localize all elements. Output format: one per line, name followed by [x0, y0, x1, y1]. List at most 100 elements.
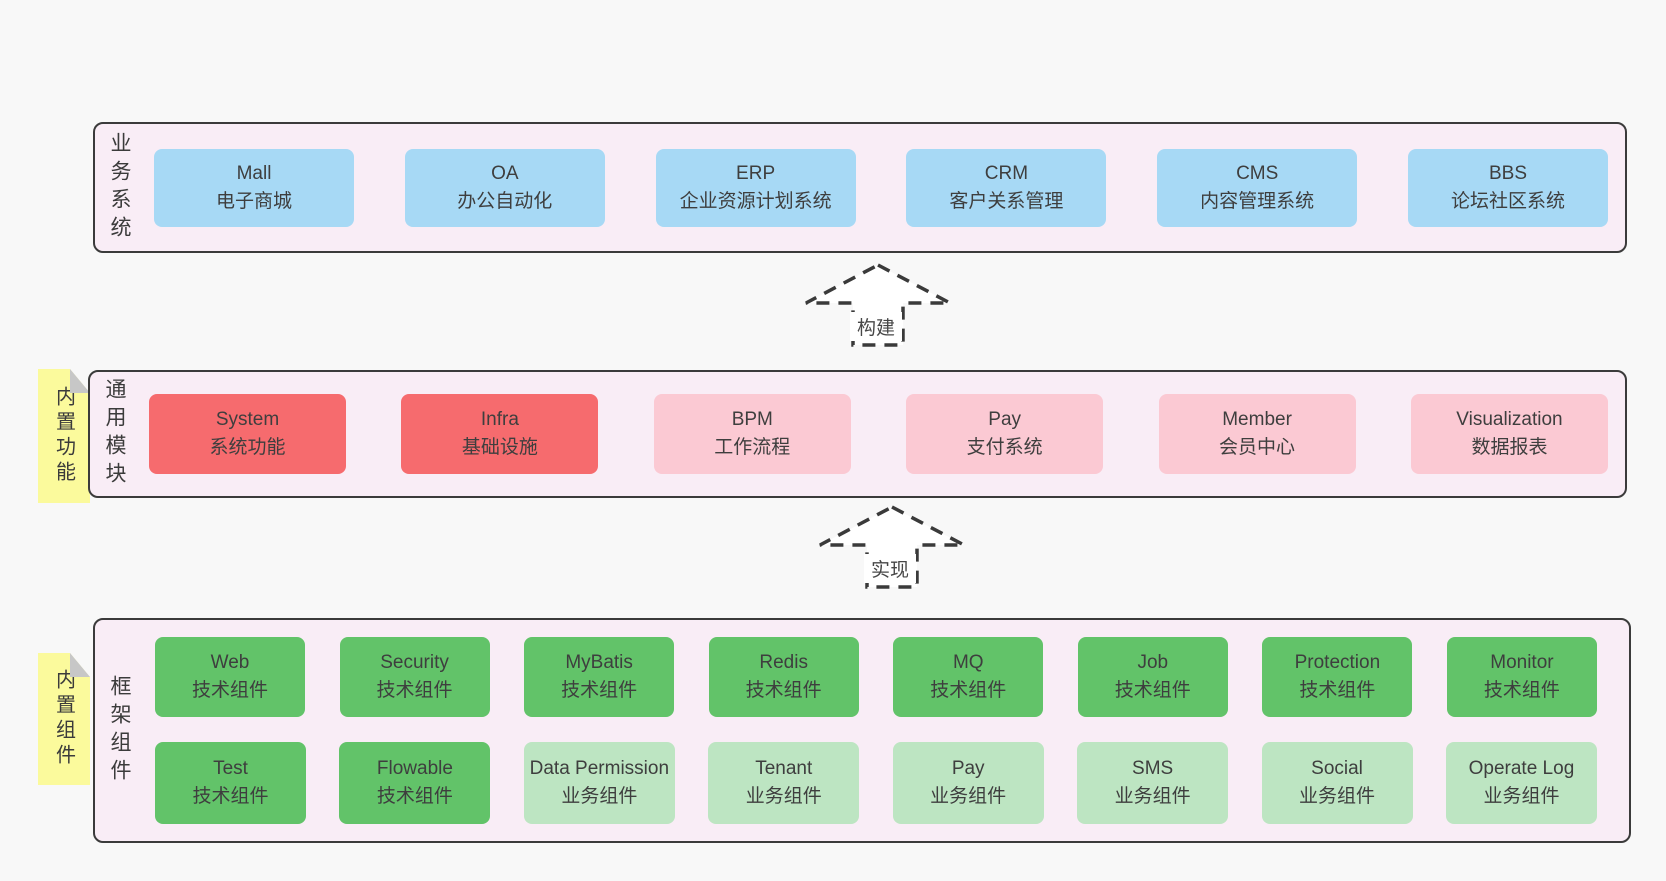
box-name: Protection: [1294, 652, 1381, 674]
diagram-box: Test 技术组件: [155, 742, 306, 824]
box-name: ERP: [736, 162, 776, 184]
diagram-box: Social 业务组件: [1261, 742, 1413, 824]
box-name: Mall: [236, 162, 272, 184]
box-desc: 业务组件: [1299, 786, 1376, 807]
box-desc: 技术组件: [376, 680, 453, 701]
diagram-box: Pay 业务组件: [892, 742, 1044, 824]
diagram-box: MyBatis 技术组件: [524, 637, 675, 717]
framework-row-business: Test 技术组件 Flowable 技术组件 Data Permission …: [155, 742, 1597, 824]
box-name: Flowable: [376, 758, 453, 780]
layer-framework-components: 框架组件 Web 技术组件 Security 技术组件 MyBatis 技术组件…: [93, 618, 1631, 843]
layer-label-framework-components: 框架组件: [108, 674, 131, 787]
diagram-box: Protection 技术组件: [1262, 637, 1413, 717]
box-desc: 技术组件: [192, 786, 269, 807]
box-desc: 支付系统: [966, 437, 1043, 458]
box-desc: 技术组件: [191, 680, 268, 701]
box-name: CRM: [984, 162, 1029, 184]
box-desc: 电子商城: [215, 190, 292, 212]
box-name: Pay: [951, 758, 985, 780]
sticky-note-label: 内置功能: [52, 386, 75, 486]
sticky-note-label: 内置组件: [52, 669, 75, 769]
folded-corner-icon: [70, 369, 90, 393]
box-desc: 企业资源计划系统: [679, 190, 832, 212]
box-desc: 客户关系管理: [949, 190, 1064, 212]
box-desc: 技术组件: [930, 680, 1007, 701]
diagram-box: SMS 业务组件: [1077, 742, 1229, 824]
diagram-box: Web 技术组件: [155, 637, 305, 717]
box-name: BPM: [731, 409, 773, 431]
box-name: Infra: [480, 409, 519, 431]
diagram-box: Data Permission 业务组件: [523, 742, 675, 824]
box-name: Member: [1222, 409, 1292, 431]
box-name: Visualization: [1456, 409, 1563, 431]
diagram-box: OA 办公自动化: [404, 148, 605, 227]
box-name: Data Permission: [529, 758, 670, 780]
dashed-up-arrow-icon: [819, 505, 965, 589]
box-desc: 技术组件: [745, 680, 822, 701]
box-desc: 基础设施: [461, 437, 538, 458]
box-desc: 技术组件: [561, 680, 638, 701]
box-name: OA: [491, 162, 519, 184]
box-desc: 系统功能: [209, 437, 286, 458]
dashed-up-arrow-icon: [805, 263, 951, 347]
diagram-box: BPM 工作流程: [653, 394, 851, 474]
box-desc: 工作流程: [714, 437, 791, 458]
diagram-box: ERP 企业资源计划系统: [655, 148, 856, 227]
arrow-label-build: 构建: [849, 312, 903, 341]
business-systems-row: Mall 电子商城 OA 办公自动化 ERP 企业资源计划系统 CRM 客户关系…: [154, 148, 1608, 227]
framework-row-technical: Web 技术组件 Security 技术组件 MyBatis 技术组件 Redi…: [155, 637, 1597, 717]
box-desc: 业务组件: [930, 786, 1007, 807]
box-desc: 内容管理系统: [1200, 190, 1315, 212]
box-name: Job: [1137, 652, 1169, 674]
diagram-box: System 系统功能: [149, 394, 346, 474]
diagram-box: Redis 技术组件: [708, 637, 859, 717]
box-name: Pay: [988, 409, 1022, 431]
diagram-box: Security 技术组件: [339, 637, 490, 717]
box-desc: 技术组件: [1299, 680, 1376, 701]
box-desc: 业务组件: [1483, 786, 1560, 807]
box-name: SMS: [1132, 758, 1174, 780]
box-name: System: [215, 409, 280, 431]
box-desc: 技术组件: [1483, 680, 1560, 701]
framework-components-rows: Web 技术组件 Security 技术组件 MyBatis 技术组件 Redi…: [155, 637, 1597, 824]
diagram-box: Monitor 技术组件: [1446, 637, 1597, 717]
diagram-box: Job 技术组件: [1077, 637, 1228, 717]
box-name: BBS: [1488, 162, 1527, 184]
layer-business-systems: 业务系统 Mall 电子商城 OA 办公自动化 ERP 企业资源计划系统 CRM…: [93, 122, 1627, 253]
box-name: CMS: [1236, 162, 1279, 184]
box-desc: 业务组件: [745, 786, 822, 807]
diagram-box: Visualization 数据报表: [1410, 394, 1608, 474]
diagram-box: Infra 基础设施: [401, 394, 599, 474]
diagram-box: Flowable 技术组件: [339, 742, 491, 824]
box-desc: 技术组件: [376, 786, 453, 807]
common-modules-row: System 系统功能 Infra 基础设施 BPM 工作流程 Pay 支付系统…: [149, 394, 1608, 474]
diagram-box: BBS 论坛社区系统: [1407, 148, 1608, 227]
box-desc: 数据报表: [1471, 437, 1548, 458]
box-desc: 业务组件: [1114, 786, 1191, 807]
diagram-box: Operate Log 业务组件: [1445, 742, 1597, 824]
box-desc: 技术组件: [1114, 680, 1191, 701]
box-name: Operate Log: [1468, 758, 1575, 780]
box-name: Test: [213, 758, 248, 780]
folded-corner-icon: [70, 653, 90, 677]
diagram-box: Mall 电子商城: [154, 148, 354, 227]
box-name: Redis: [759, 652, 808, 674]
layer-label-common-modules: 通用模块: [103, 378, 126, 490]
diagram-box: Pay 支付系统: [906, 394, 1104, 474]
box-desc: 业务组件: [561, 786, 638, 807]
box-desc: 论坛社区系统: [1450, 190, 1565, 212]
diagram-box: CRM 客户关系管理: [906, 148, 1107, 227]
box-name: Social: [1311, 758, 1363, 780]
layer-common-modules: 通用模块 System 系统功能 Infra 基础设施 BPM 工作流程 Pay…: [88, 370, 1627, 498]
box-name: MyBatis: [565, 652, 633, 674]
diagram-box: CMS 内容管理系统: [1157, 148, 1358, 227]
box-name: Monitor: [1490, 652, 1554, 674]
box-name: Web: [210, 652, 250, 674]
box-desc: 办公自动化: [457, 190, 553, 212]
layer-label-business-systems: 业务系统: [108, 131, 131, 244]
box-desc: 会员中心: [1219, 437, 1296, 458]
box-name: MQ: [952, 652, 984, 674]
diagram-box: Tenant 业务组件: [708, 742, 860, 824]
box-name: Security: [380, 652, 449, 674]
